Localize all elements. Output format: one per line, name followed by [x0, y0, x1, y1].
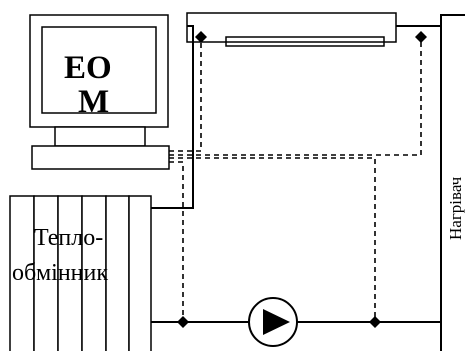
signal-line-to-left-junction	[169, 161, 184, 320]
radiator-fin-4	[81, 195, 107, 351]
junction-dot-icon	[415, 31, 427, 43]
monitor-stand	[54, 126, 146, 147]
top-heating-element	[186, 12, 397, 47]
radiator-fin-6	[128, 195, 152, 351]
junctions	[177, 31, 427, 328]
signal-lines	[169, 37, 422, 320]
heater-label: Нагрівач	[446, 176, 465, 240]
signal-line-top-right	[169, 37, 422, 156]
monitor-screen	[41, 26, 157, 114]
computer	[29, 14, 170, 170]
top-element-outer	[186, 12, 397, 43]
top-element-inner	[225, 36, 385, 47]
computer-label-line1: ЕО	[64, 50, 112, 86]
heat-exchanger-label-line2: обмінник	[12, 260, 108, 286]
heater-body	[440, 14, 465, 351]
junction-dot-icon	[369, 316, 381, 328]
signal-line-top-left	[169, 37, 202, 152]
heat-exchanger	[9, 195, 152, 351]
signal-line-to-right-junction	[169, 157, 376, 320]
heat-exchanger-label-line1: Тепло-	[34, 225, 103, 251]
solid-pipes	[151, 25, 441, 323]
radiator-fin-3	[57, 195, 83, 351]
pump-icon	[248, 297, 298, 347]
radiator-fin-2	[33, 195, 59, 351]
keyboard	[31, 145, 170, 170]
left-riser-pipe	[151, 25, 194, 209]
computer-label-line2: М	[78, 84, 109, 120]
junction-dot-icon	[195, 31, 207, 43]
junction-dot-icon	[177, 316, 189, 328]
